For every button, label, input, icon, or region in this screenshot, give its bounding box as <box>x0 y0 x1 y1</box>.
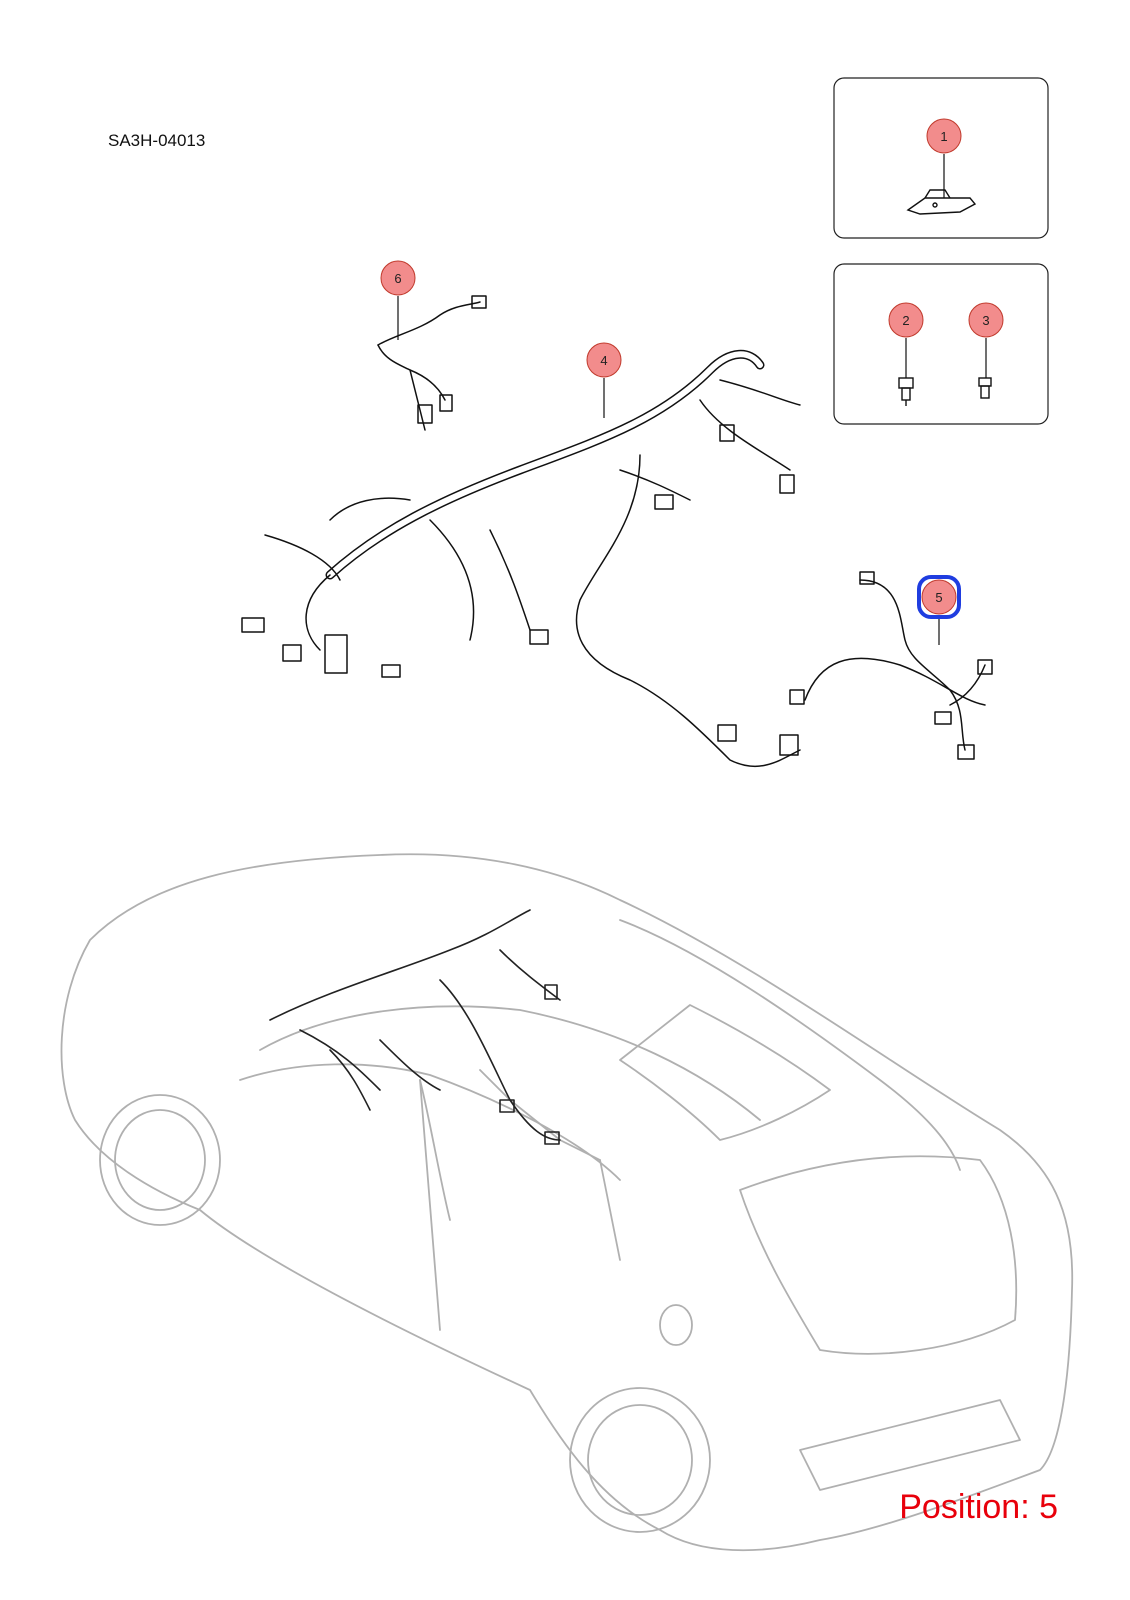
callout-circle-6[interactable] <box>380 260 416 296</box>
callout-circle-4[interactable] <box>586 342 622 378</box>
vehicle-harness <box>269 909 561 1145</box>
callout-layer: 1 2 3 4 5 6 <box>380 118 1004 619</box>
callout-2[interactable]: 2 <box>888 302 924 338</box>
callout-label-3: 3 <box>982 313 989 328</box>
harness-part-5 <box>789 571 993 760</box>
callout-label-1: 1 <box>940 129 947 144</box>
bolt-part-2 <box>898 377 914 406</box>
inset-box-part-1 <box>833 77 1049 239</box>
main-harness-part-4 <box>241 349 801 768</box>
callout-circle-5[interactable] <box>921 579 957 615</box>
callout-label-5: 5 <box>935 590 942 605</box>
callout-6[interactable]: 6 <box>380 260 416 296</box>
screw-part-3 <box>978 377 992 399</box>
callout-label-2: 2 <box>902 313 909 328</box>
inset-box-parts-2-3 <box>833 263 1049 425</box>
callout-5[interactable]: 5 <box>917 575 961 619</box>
diagram-code: SA3H-04013 <box>108 131 206 150</box>
callout-1[interactable]: 1 <box>926 118 962 154</box>
callout-circle-1[interactable] <box>926 118 962 154</box>
harness-part-6 <box>377 295 487 431</box>
callout-circle-3[interactable] <box>968 302 1004 338</box>
vehicle-outline <box>60 853 1074 1552</box>
position-readout: Position: 5 <box>899 1488 1058 1526</box>
selected-callout-highlight <box>917 575 961 619</box>
callout-circle-2[interactable] <box>888 302 924 338</box>
callout-label-4: 4 <box>600 353 607 368</box>
bracket-part-1 <box>906 189 977 215</box>
callout-3[interactable]: 3 <box>968 302 1004 338</box>
callout-label-6: 6 <box>394 271 401 286</box>
callout-4[interactable]: 4 <box>586 342 622 378</box>
leader-lines <box>397 154 987 645</box>
